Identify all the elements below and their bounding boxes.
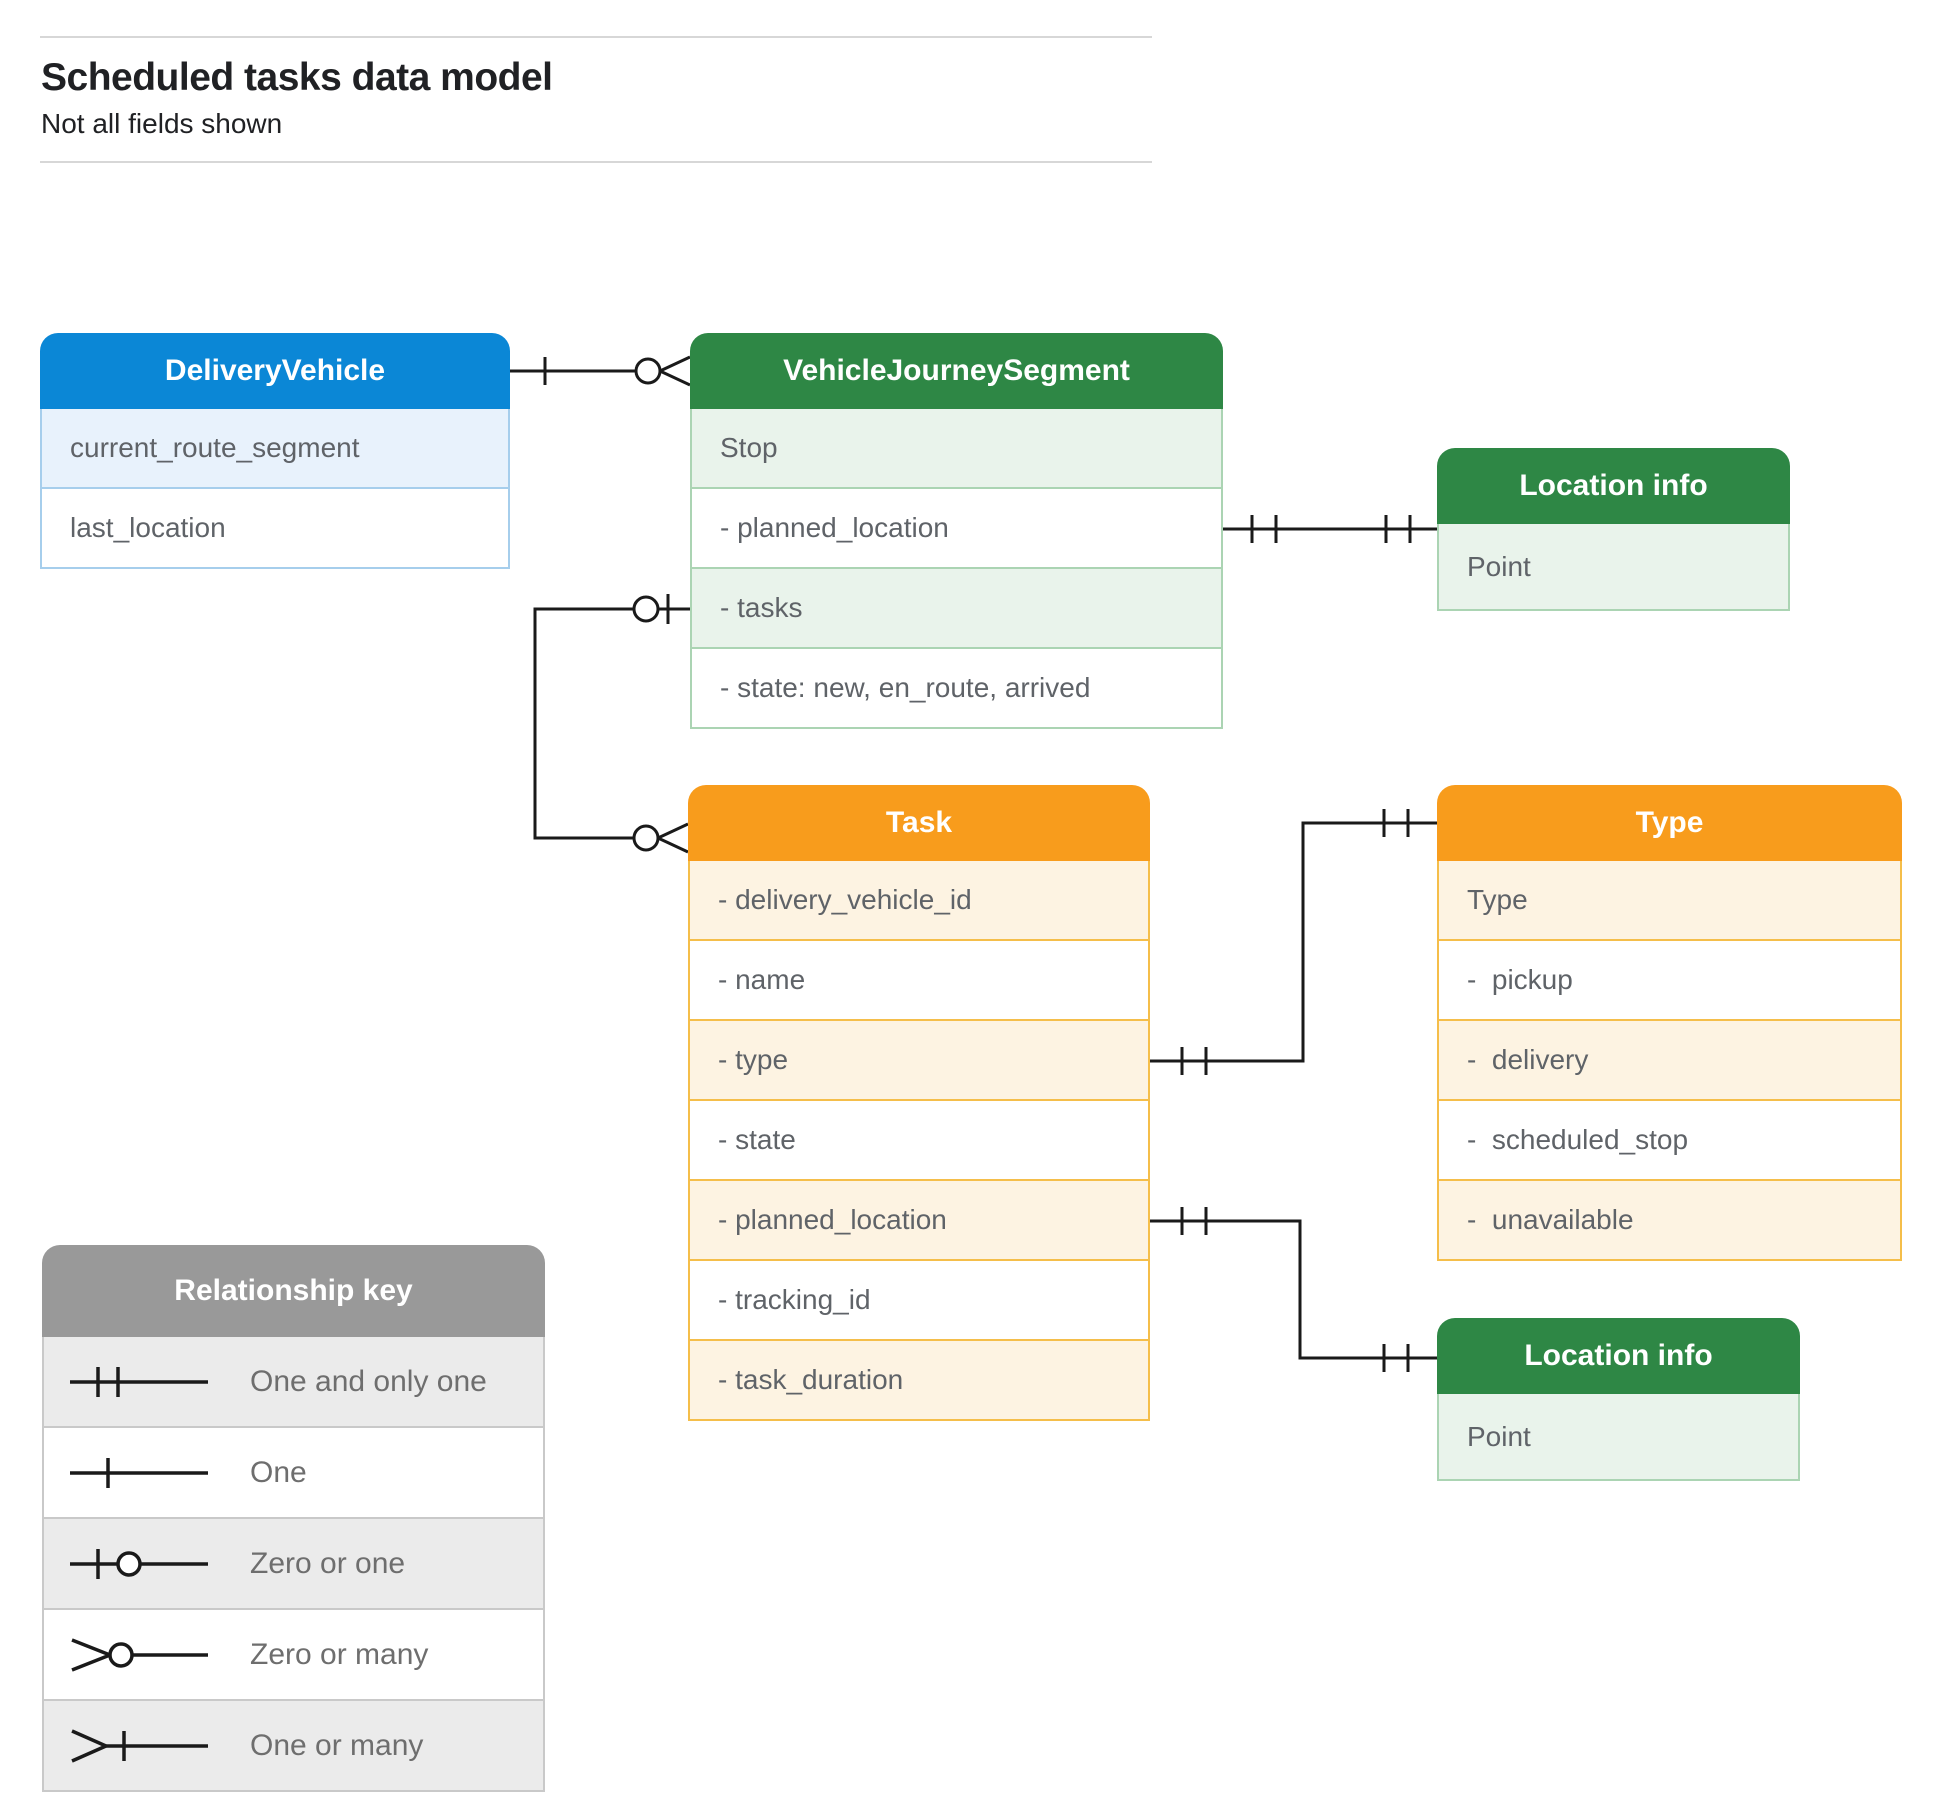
entity-fields: - delivery_vehicle_id - name - type - st… (688, 861, 1150, 1421)
entity-fields: Point (1437, 524, 1790, 611)
legend-label: Zero or one (250, 1546, 406, 1580)
zero-or-many-icon (71, 1637, 208, 1672)
entity-fields: Type - pickup - delivery - scheduled_sto… (1437, 861, 1902, 1261)
field-delivery-vehicle-id: - delivery_vehicle_id (690, 861, 1148, 939)
connector-task-type-to-type (1150, 809, 1437, 1075)
connector-vehiclejourneysegment-tasks-to-task (533, 594, 690, 854)
entity-vehicle-journey-segment-header: VehicleJourneySegment (690, 333, 1223, 409)
relationship-key: Relationship key One and only one One Ze… (42, 1245, 545, 1792)
page-subtitle: Not all fields shown (41, 108, 283, 139)
entity-location-info-top: Location info Point (1437, 448, 1790, 611)
field-type: Type (1439, 861, 1900, 939)
entity-title: Type (1635, 806, 1704, 839)
legend-label: One or many (250, 1728, 424, 1762)
connector-task-plannedlocation-to-locationinfo-bottom (1150, 1207, 1437, 1372)
field-state: - state (690, 1099, 1148, 1179)
legend-item-one-or-many: One or many (44, 1699, 543, 1790)
entity-delivery-vehicle-header: DeliveryVehicle (40, 333, 510, 409)
entity-type-header: Type (1437, 785, 1902, 861)
one-icon (70, 1457, 208, 1488)
legend-label: Zero or many (250, 1637, 429, 1671)
legend-item-one: One (44, 1426, 543, 1517)
connector-vjs-plannedlocation-to-locationinfo-top (1223, 515, 1437, 543)
relationship-key-header: Relationship key (42, 1245, 545, 1337)
legend-item-zero-or-many: Zero or many (44, 1608, 543, 1699)
field-pickup: - pickup (1439, 939, 1900, 1019)
top-divider (40, 36, 1152, 38)
field-tracking-id: - tracking_id (690, 1259, 1148, 1339)
field-delivery: - delivery (1439, 1019, 1900, 1099)
field-planned-location: - planned_location (692, 487, 1221, 567)
legend-item-one-and-only-one: One and only one (44, 1337, 543, 1426)
title-divider (40, 161, 1152, 163)
entity-fields: current_route_segment last_location (40, 409, 510, 569)
entity-delivery-vehicle: DeliveryVehicle current_route_segment la… (40, 333, 510, 569)
entity-title: VehicleJourneySegment (783, 354, 1130, 387)
field-state: - state: new, en_route, arrived (692, 647, 1221, 727)
legend-item-zero-or-one: Zero or one (44, 1517, 543, 1608)
entity-type: Type Type - pickup - delivery - schedule… (1437, 785, 1902, 1261)
entity-title: Location info (1519, 469, 1708, 502)
field-point: Point (1439, 1394, 1798, 1479)
field-tasks: - tasks (692, 567, 1221, 647)
connector-deliveryvehicle-to-vehiclejourneysegment (510, 355, 691, 387)
field-point: Point (1439, 524, 1788, 609)
field-stop: Stop (692, 409, 1221, 487)
entity-vehicle-journey-segment: VehicleJourneySegment Stop - planned_loc… (690, 333, 1223, 729)
relationship-key-title: Relationship key (174, 1274, 413, 1307)
field-scheduled-stop: - scheduled_stop (1439, 1099, 1900, 1179)
one-and-only-one-icon (70, 1366, 208, 1397)
page-title: Scheduled tasks data model (41, 56, 553, 99)
entity-title: Task (885, 806, 953, 839)
entity-fields: Stop - planned_location - tasks - state:… (690, 409, 1223, 729)
legend-label: One and only one (250, 1364, 487, 1398)
relationship-key-items: One and only one One Zero or one Zero or… (42, 1337, 545, 1792)
entity-location-info-bottom: Location info Point (1437, 1318, 1800, 1481)
legend-label: One (250, 1455, 307, 1489)
entity-location-info-bottom-header: Location info (1437, 1318, 1800, 1394)
entity-title: Location info (1524, 1339, 1713, 1372)
zero-or-one-icon (70, 1548, 208, 1579)
field-name: - name (690, 939, 1148, 1019)
entity-task-header: Task (688, 785, 1150, 861)
entity-fields: Point (1437, 1394, 1800, 1481)
field-type: - type (690, 1019, 1148, 1099)
field-unavailable: - unavailable (1439, 1179, 1900, 1259)
field-planned-location: - planned_location (690, 1179, 1148, 1259)
entity-location-info-top-header: Location info (1437, 448, 1790, 524)
entity-title: DeliveryVehicle (164, 354, 386, 387)
entity-task: Task - delivery_vehicle_id - name - type… (688, 785, 1150, 1421)
one-or-many-icon (71, 1728, 208, 1763)
field-current-route-segment: current_route_segment (42, 409, 508, 487)
field-task-duration: - task_duration (690, 1339, 1148, 1419)
field-last-location: last_location (42, 487, 508, 567)
